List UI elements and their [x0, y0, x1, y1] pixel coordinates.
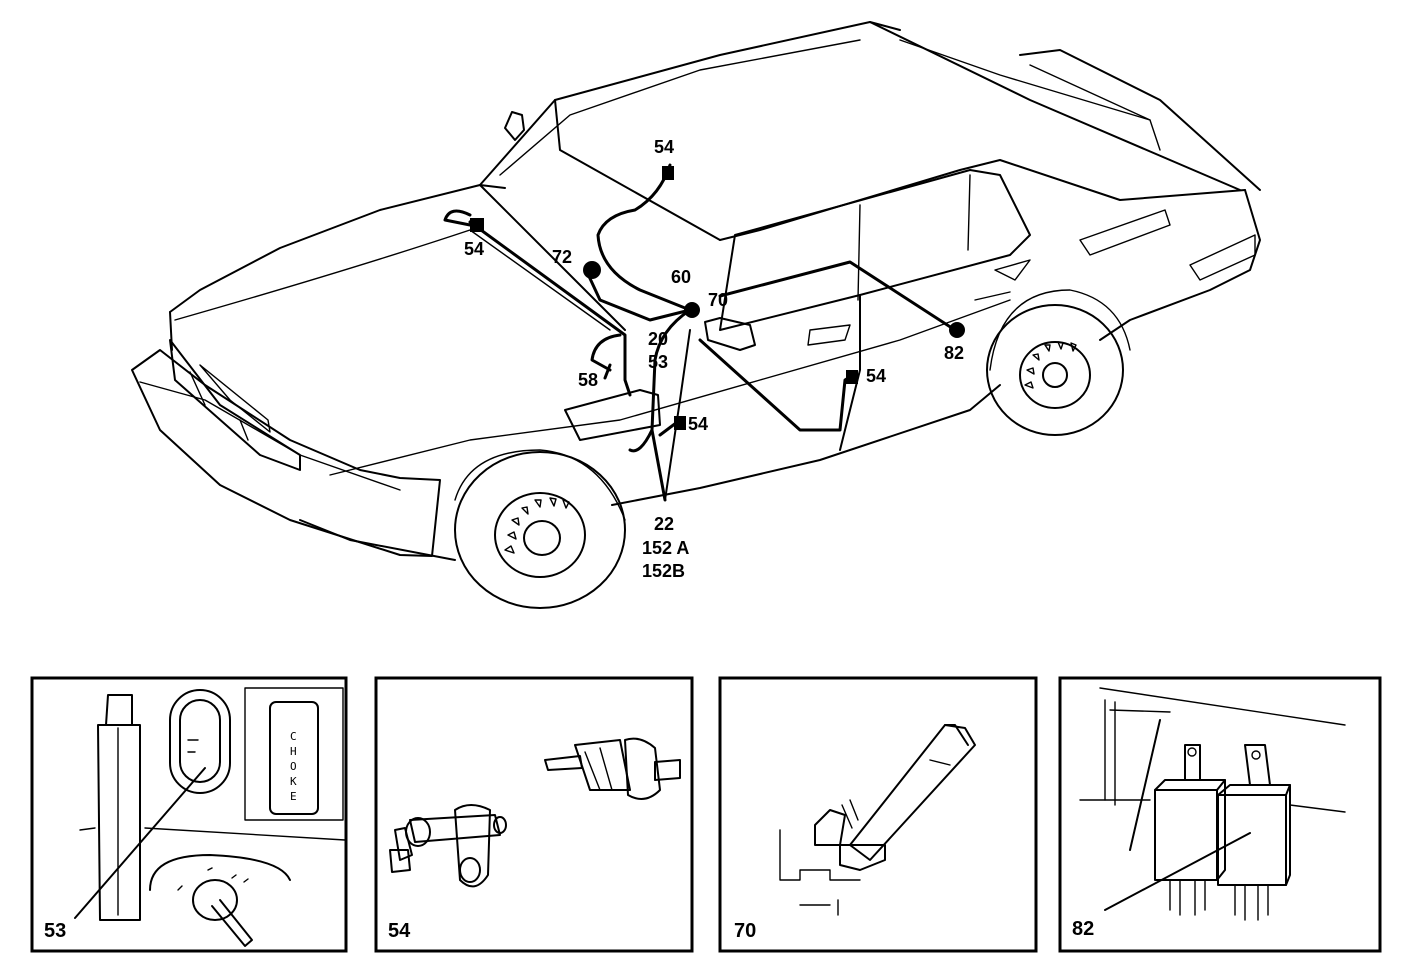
callout-54-roof: 54: [654, 137, 674, 157]
callout-54-front-door: 54: [688, 414, 708, 434]
choke-plate: [269, 701, 319, 815]
callout-58: 58: [578, 370, 598, 390]
wiring-harness: [443, 163, 965, 502]
callout-54-rear-door: 54: [866, 366, 886, 386]
front-wheel: [454, 449, 626, 609]
front-bumper: [131, 349, 441, 557]
roof: [869, 21, 1241, 191]
panel-label-70: 70: [734, 920, 756, 942]
panel-label-82: 82: [1072, 918, 1094, 940]
connector-82: [949, 322, 965, 338]
car-illustration: [131, 21, 1261, 609]
body-lower: [299, 519, 456, 561]
detail-panel-54: 54: [374, 676, 694, 953]
side-mirror: [704, 317, 756, 351]
panel-label-53: 53: [44, 920, 66, 942]
connector-60: [684, 302, 700, 318]
windshield: [479, 21, 901, 186]
panel-label-54: 54: [388, 920, 411, 942]
callout-numbers: 54 54 72 60 70 20 53 58 82 54 54 22 152 …: [464, 137, 964, 581]
callout-152a: 152 A: [642, 538, 689, 558]
choke-letter: E: [290, 790, 297, 803]
turn-signal-stalk: [779, 724, 976, 916]
hood: [169, 184, 506, 313]
callout-22: 22: [654, 514, 674, 534]
ignition-switch: [149, 854, 291, 891]
front-door: [664, 329, 691, 501]
connector-54-hood: [470, 218, 484, 232]
choke-letter: O: [290, 760, 297, 773]
connector-54-rear-door: [846, 370, 858, 384]
detail-panel-82: 82: [1058, 676, 1382, 953]
side-windows: [719, 169, 1031, 331]
callout-82: 82: [944, 343, 964, 363]
switch-53-bezel: [169, 689, 231, 794]
choke-letter: C: [290, 730, 297, 743]
connector-54-front-door: [674, 416, 686, 430]
callout-72: 72: [552, 247, 572, 267]
door-switch-with-bracket: [389, 804, 507, 888]
choke-letter: K: [290, 775, 297, 788]
callout-70: 70: [708, 290, 728, 310]
engine-box: [564, 389, 661, 441]
relay-left: [1154, 744, 1226, 916]
callout-60: 60: [671, 267, 691, 287]
connector-54-roof: [662, 166, 674, 180]
callout-53: 53: [648, 352, 668, 372]
rear-wheel: [986, 289, 1131, 436]
grille: [169, 339, 301, 471]
callout-152b: 152B: [642, 561, 685, 581]
connector-72: [583, 261, 601, 279]
callout-20: 20: [648, 329, 668, 349]
detail-panel-70: 70: [718, 676, 1038, 953]
leader-82: [1104, 832, 1251, 911]
leader-53: [74, 767, 206, 919]
choke-letter: H: [290, 745, 297, 758]
relay-right: [1217, 744, 1291, 921]
callout-54-hood: 54: [464, 239, 484, 259]
detail-panel-53: C H O K E 53: [30, 676, 348, 953]
door-switch-plunger: [544, 737, 681, 800]
